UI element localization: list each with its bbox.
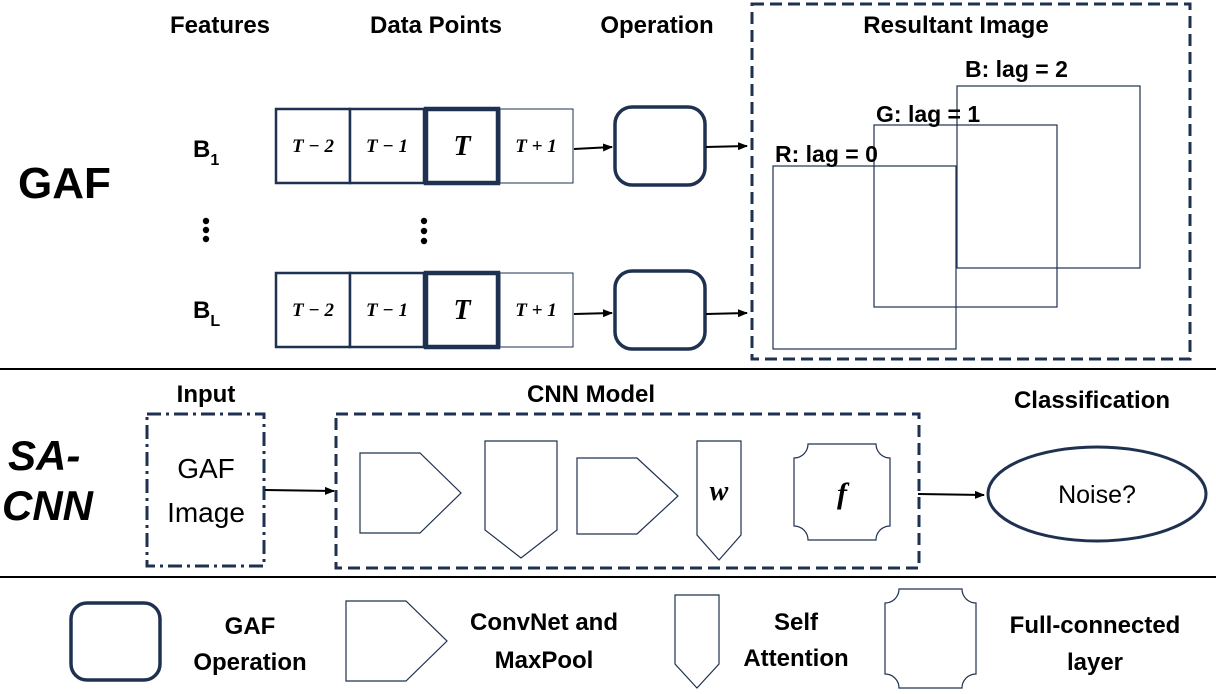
legend-self-attention-line2: Attention (743, 645, 848, 672)
feature-label-bl: BL (193, 297, 220, 330)
input-label-line1: GAF (177, 453, 235, 484)
self-attention-shape-1 (484, 440, 558, 559)
cell-t-label: T (453, 131, 472, 162)
operation-header: Operation (600, 12, 713, 39)
cell-t-minus-1-label: T − 1 (366, 300, 408, 321)
features-header: Features (170, 12, 270, 39)
legend: GAF Operation ConvNet and MaxPool Self A… (69, 588, 1181, 689)
sacnn-row-label-line1: SA- (8, 432, 80, 479)
data-points-row-bl: T − 2 T − 1 T T + 1 (274, 270, 574, 350)
gaf-operation-box-2 (613, 269, 707, 351)
legend-fully-connected-line2: layer (1067, 649, 1123, 676)
cell-t-minus-2 (274, 107, 352, 185)
input-header: Input (177, 381, 236, 408)
cell-t (423, 106, 501, 186)
resultant-image-frame (750, 2, 1192, 361)
convnet-maxpool-shape-1 (359, 452, 462, 534)
input-frame (145, 412, 266, 568)
channel-b-label: B: lag = 2 (965, 56, 1068, 82)
arrow-cnn-to-output (917, 490, 985, 499)
self-attention-shape-2 (696, 440, 742, 561)
feature-label-b1: B1 (193, 136, 219, 169)
legend-gaf-operation-line1: GAF (225, 613, 276, 640)
channel-g-square (873, 124, 1058, 308)
cell-t-minus-1-label: T − 1 (366, 136, 408, 157)
arrow-cells-to-operation-1 (573, 143, 613, 152)
attention-symbol: w (710, 476, 729, 507)
cnn-model-frame (334, 412, 921, 570)
gaf-row-label: GAF (18, 159, 111, 208)
fully-connected-shape (793, 443, 891, 541)
arrow-cells-to-operation-2 (573, 309, 613, 318)
legend-convnet-line1: ConvNet and (470, 609, 618, 636)
channel-g-label: G: lag = 1 (876, 101, 980, 127)
cell-t-minus-2-label: T − 2 (292, 300, 335, 321)
cell-t-label: T (453, 295, 472, 326)
channel-r-label: R: lag = 0 (775, 141, 878, 167)
legend-self-attention-line1: Self (774, 609, 819, 636)
legend-convnet-line2: MaxPool (495, 647, 594, 674)
cell-t-minus-2 (274, 271, 352, 349)
cnn-header: CNN Model (527, 381, 655, 408)
data-point-ellipsis (420, 217, 428, 245)
legend-fully-connected-shape (884, 588, 977, 689)
arrow-operation-to-image-2 (705, 309, 748, 318)
gaf-operation-box-1 (613, 105, 707, 187)
cell-t-plus-1 (499, 108, 574, 184)
arrow-input-to-cnn (264, 486, 335, 495)
convnet-maxpool-shape-2 (576, 457, 679, 535)
classification-output-label: Noise? (1058, 481, 1136, 509)
cell-t-minus-2-label: T − 2 (292, 136, 335, 157)
channel-b-square (956, 85, 1141, 269)
legend-self-attention-shape (674, 594, 720, 689)
feature-ellipsis (202, 217, 210, 243)
cell-t-minus-1 (348, 271, 426, 349)
arrow-operation-to-image-1 (705, 142, 748, 151)
classification-header: Classification (1014, 387, 1170, 414)
channel-r-square (772, 165, 957, 350)
input-label-line2: Image (167, 497, 245, 528)
cell-t-plus-1-label: T + 1 (515, 136, 556, 157)
legend-gaf-operation-shape (69, 601, 162, 682)
cell-t (423, 270, 501, 350)
data-points-header: Data Points (370, 12, 502, 39)
legend-gaf-operation-line2: Operation (193, 649, 306, 676)
sacnn-row-label-line2: CNN (2, 482, 95, 529)
cell-t-plus-1-label: T + 1 (515, 300, 556, 321)
fc-symbol: f (837, 477, 850, 510)
legend-fully-connected-line1: Full-connected (1010, 612, 1181, 639)
classification-output-ellipse (986, 445, 1208, 543)
cell-t-plus-1 (499, 272, 574, 348)
data-points-row-b1: T − 2 T − 1 T T + 1 (274, 106, 574, 186)
legend-convnet-shape (345, 600, 448, 682)
cell-t-minus-1 (348, 107, 426, 185)
resultant-image-header: Resultant Image (863, 12, 1048, 39)
